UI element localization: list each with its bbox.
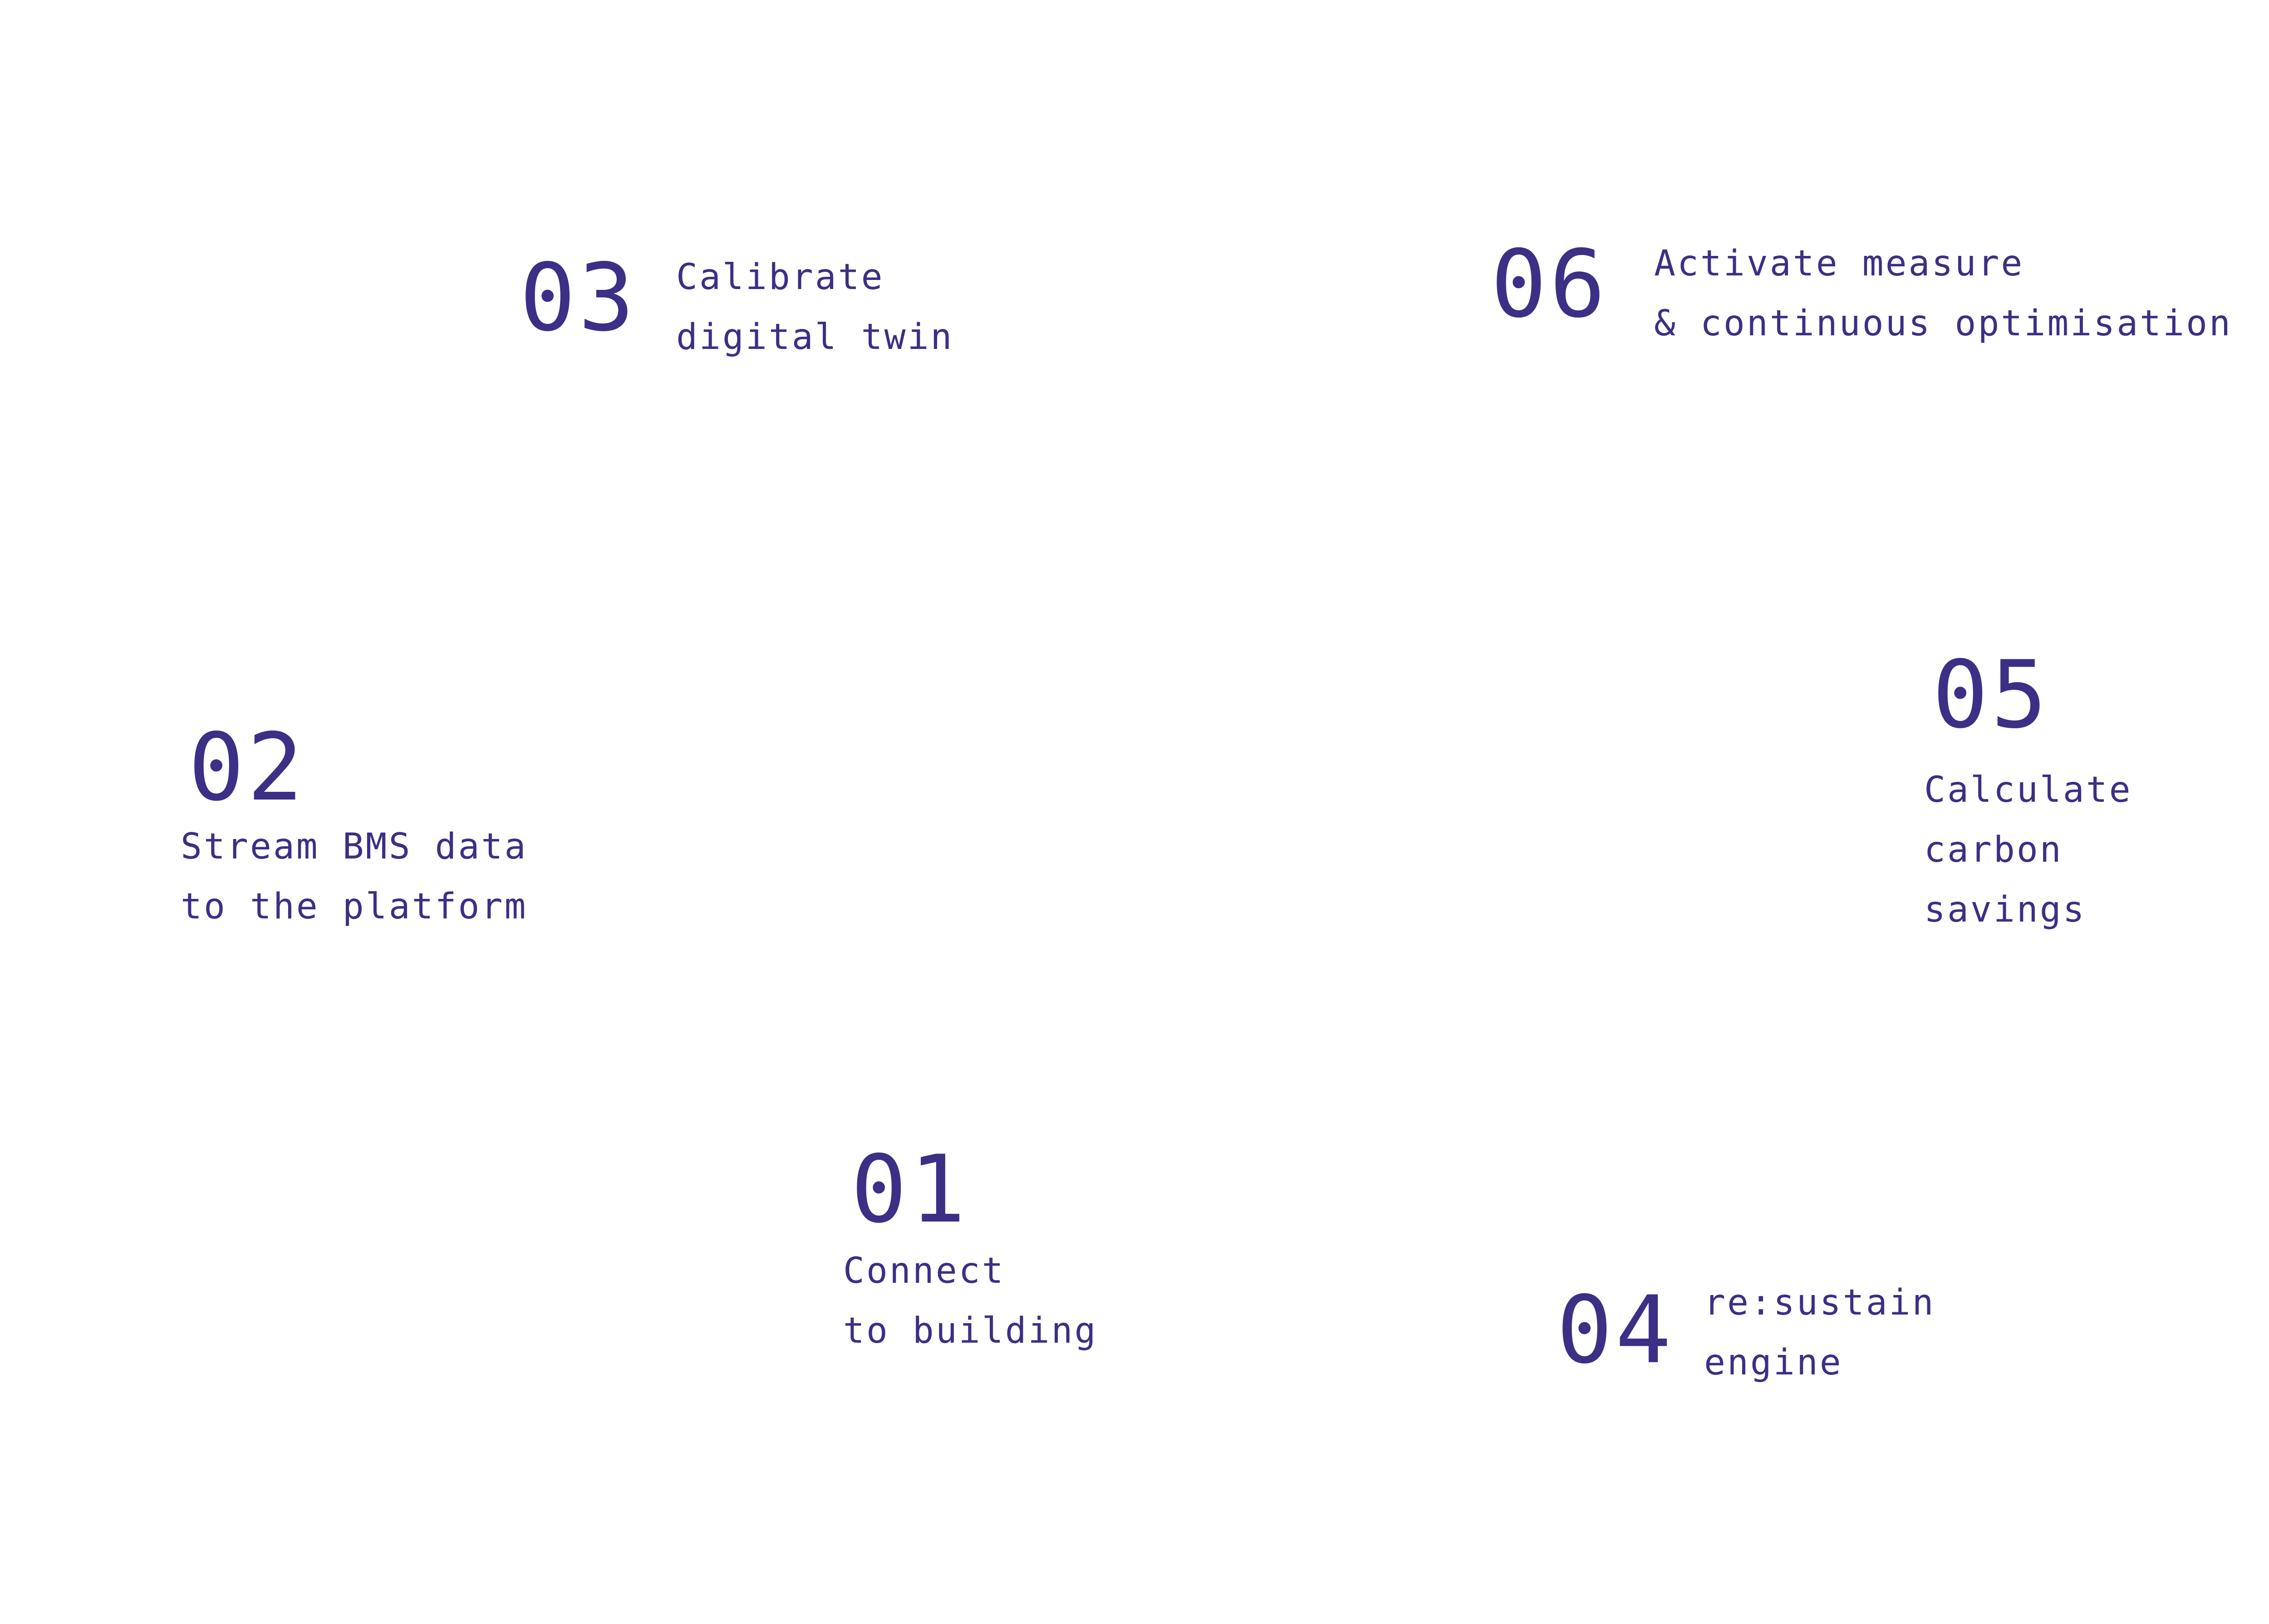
step-05-label-line-2: carbon (1924, 829, 2063, 870)
step-06-label-line-2: & continuous optimisation (1654, 303, 2232, 344)
step-03-label-line-1: Calibrate (676, 257, 884, 298)
step-06-label: Activate measure & continuous optimisati… (1654, 234, 2232, 353)
step-04-label-line-2: engine (1704, 1342, 1843, 1383)
step-05-number: 05 (1932, 641, 2050, 749)
step-05-label: Calculate carbon savings (1924, 760, 2132, 940)
step-06-label-line-1: Activate measure (1654, 243, 2024, 284)
step-04-label: re:sustain engine (1704, 1273, 1935, 1393)
step-01-label-line-2: to building (843, 1310, 1098, 1351)
step-04-label-line-1: re:sustain (1704, 1282, 1935, 1323)
step-02-number: 02 (188, 714, 306, 822)
step-05-label-line-1: Calculate (1924, 770, 2132, 810)
step-03-label: Calibrate digital twin (676, 247, 954, 367)
step-03-number: 03 (520, 244, 637, 352)
step-01-label-line-1: Connect (843, 1251, 1005, 1291)
step-04-number: 04 (1557, 1276, 1674, 1384)
step-01-label: Connect to building (843, 1241, 1098, 1361)
step-01-number: 01 (851, 1136, 968, 1244)
step-06-number: 06 (1491, 231, 1608, 339)
step-02-label-line-2: to the platform (181, 886, 528, 927)
step-05-label-line-3: savings (1924, 889, 2086, 930)
step-02-label: Stream BMS data to the platform (181, 817, 527, 937)
step-03-label-line-2: digital twin (676, 317, 954, 358)
step-02-label-line-1: Stream BMS data (181, 826, 528, 867)
